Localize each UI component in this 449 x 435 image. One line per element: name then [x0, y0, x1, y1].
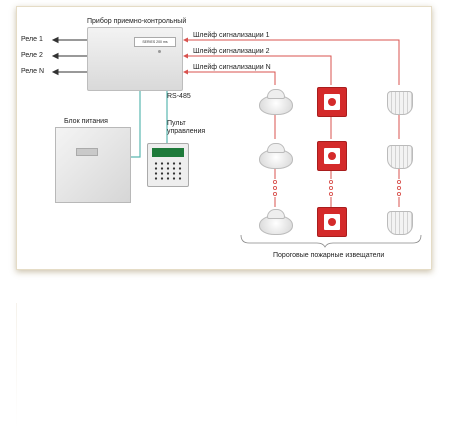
panel-indicator-icon — [158, 50, 161, 53]
wiring-diagram — [51, 36, 422, 248]
control-panel-label-line1: Пульт — [167, 120, 186, 127]
diagram-frame: Реле 1 Реле 2 Реле N Прибор приемно-конт… — [16, 6, 432, 270]
keypad-screen-icon — [152, 148, 184, 157]
manual-call-point-icon — [317, 141, 347, 171]
heat-detector-icon — [385, 87, 413, 115]
loop-1-label: Шлейф сигнализации 1 — [193, 32, 270, 39]
power-supply-unit — [55, 127, 131, 203]
loop-n-label: Шлейф сигнализации N — [193, 64, 271, 71]
relay-1-label: Реле 1 — [21, 36, 43, 43]
heat-detector-icon — [385, 141, 413, 169]
manual-call-point-icon — [317, 207, 347, 237]
heat-detector-icon — [385, 207, 413, 235]
keypad-buttons-icon — [153, 161, 183, 181]
relay-n-label: Реле N — [21, 68, 44, 75]
power-supply-panel-icon — [76, 148, 98, 156]
keypad-device — [147, 143, 189, 187]
reflection-fade — [16, 303, 430, 435]
bus-label: RS-485 — [167, 93, 191, 100]
manual-call-point-icon — [317, 87, 347, 117]
power-supply-label: Блок питания — [64, 118, 108, 125]
detectors-caption: Пороговые пожарные извещатели — [273, 252, 385, 259]
control-unit: SERIES 200 ms — [87, 27, 183, 91]
control-panel-label-line2: управления — [167, 128, 206, 135]
relay-2-label: Реле 2 — [21, 52, 43, 59]
smoke-detector-icon — [259, 141, 293, 169]
reflection: Пороговые пожарные извещатели — [16, 303, 430, 435]
smoke-detector-icon — [259, 87, 293, 115]
loop-2-label: Шлейф сигнализации 2 — [193, 48, 270, 55]
panel-title: Прибор приемно-контрольный — [87, 18, 187, 25]
smoke-detector-icon — [259, 207, 293, 235]
panel-screen: SERIES 200 ms — [134, 37, 176, 47]
